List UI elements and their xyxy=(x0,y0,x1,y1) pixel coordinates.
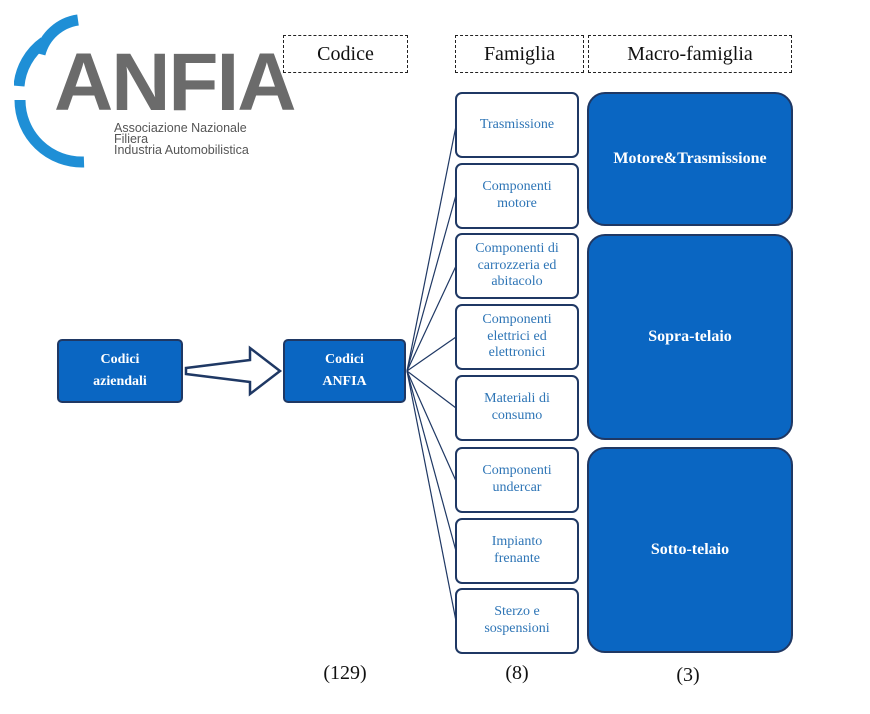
family-box-componenti-carrozzeria: Componenti di carrozzeria ed abitacolo xyxy=(455,233,579,299)
family-label-line: Impianto xyxy=(491,534,543,550)
anfia-logo: ANFIA Associazione Nazionale Filiera Ind… xyxy=(13,14,297,174)
macro-box-sopra-telaio: Sopra-telaio xyxy=(587,234,793,440)
family-box-componenti-elettrici: Componenti elettrici ed elettronici xyxy=(455,304,579,370)
family-label-line: undercar xyxy=(492,480,542,495)
macro-box-sotto-telaio: Sotto-telaio xyxy=(587,447,793,653)
family-label-line: elettronici xyxy=(488,345,546,361)
family-box-trasmissione: Trasmissione xyxy=(455,92,579,158)
macro-box-motore-trasmissione: Motore&Trasmissione xyxy=(587,92,793,226)
count-macro-famiglia: (3) xyxy=(676,664,700,686)
family-label-line: abitacolo xyxy=(491,274,543,290)
family-label-line: Materiali di xyxy=(484,391,550,407)
family-label-line: carrozzeria ed xyxy=(477,257,557,273)
family-box-componenti-motore: Componenti motore xyxy=(455,163,579,229)
codici-anfia-line-1: Codici xyxy=(325,351,364,367)
logo-wordmark: ANFIA xyxy=(54,37,297,128)
family-box-componenti-undercar: Componenti undercar xyxy=(455,447,579,513)
count-codice: (129) xyxy=(323,662,367,684)
family-label-line: Componenti xyxy=(482,311,552,327)
family-label-line: consumo xyxy=(491,408,543,423)
codici-aziendali-line-1: Codici xyxy=(100,351,140,367)
fan-line-4 xyxy=(406,336,457,372)
family-box-materiali-consumo: Materiali di consumo xyxy=(455,375,579,441)
family-label-line: Trasmissione xyxy=(479,116,555,132)
family-label-line: elettrici ed xyxy=(487,328,547,344)
fan-line-5 xyxy=(406,370,457,409)
family-label-line: sospensioni xyxy=(484,621,550,636)
codici-anfia-box: Codici ANFIA xyxy=(283,339,406,403)
family-label-line: motore xyxy=(497,196,537,211)
anfia-logo-graphic xyxy=(13,14,85,168)
fan-line-3 xyxy=(406,265,457,372)
codici-aziendali-box: Codici aziendali xyxy=(57,339,183,403)
fan-line-1 xyxy=(406,125,457,372)
family-box-sterzo-sospensioni: Sterzo e sospensioni xyxy=(455,588,579,654)
fan-line-2 xyxy=(406,194,457,372)
arrow-right-icon xyxy=(184,345,283,397)
count-famiglia: (8) xyxy=(505,662,529,684)
family-box-impianto-frenante: Impianto frenante xyxy=(455,518,579,584)
header-codice: Codice xyxy=(283,35,408,73)
family-label-line: frenante xyxy=(494,551,540,566)
fan-line-7 xyxy=(406,370,457,552)
fan-line-8 xyxy=(406,370,457,622)
codici-aziendali-line-2: aziendali xyxy=(93,374,147,389)
family-label-line: Componenti xyxy=(482,463,552,479)
logo-subtitle-line-1: Associazione Nazionale xyxy=(114,121,247,135)
fan-lines xyxy=(406,125,457,622)
family-label-line: Sterzo e xyxy=(494,604,540,620)
logo-subtitle-line-2: Filiera xyxy=(114,132,149,146)
logo-subtitle-line-3: Industria Automobilistica xyxy=(114,143,249,157)
family-label-line: Componenti di xyxy=(475,240,559,256)
header-macro-famiglia: Macro-famiglia xyxy=(588,35,792,73)
family-label-line: Componenti xyxy=(482,179,552,195)
logo-subtitle: Associazione Nazionale Filiera Industria… xyxy=(114,121,249,157)
fan-line-6 xyxy=(406,370,457,482)
header-famiglia: Famiglia xyxy=(455,35,584,73)
codici-anfia-line-2: ANFIA xyxy=(322,374,367,389)
